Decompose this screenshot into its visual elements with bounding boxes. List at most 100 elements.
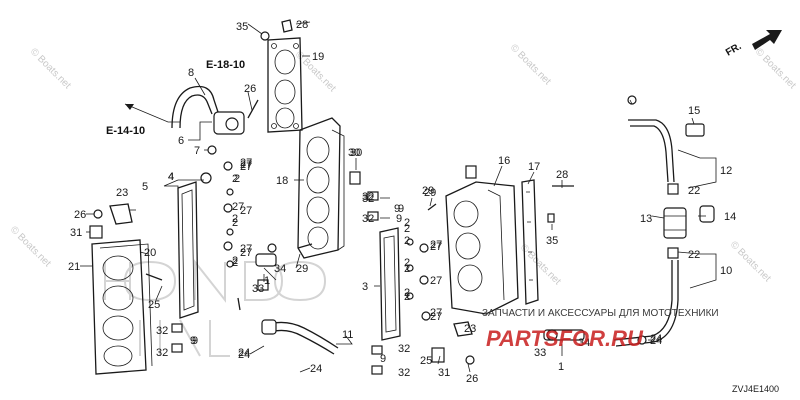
- callout-label[interactable]: 2: [232, 217, 238, 229]
- callout-label[interactable]: 1: [558, 361, 564, 373]
- callout-label[interactable]: 27: [430, 241, 442, 253]
- callout-label[interactable]: 27: [430, 311, 442, 323]
- callout-label[interactable]: 2: [232, 257, 238, 269]
- callout-label[interactable]: 33: [252, 283, 264, 295]
- callout-label[interactable]: 16: [498, 155, 510, 167]
- callout-label[interactable]: 1: [264, 275, 270, 287]
- callout-label[interactable]: 24: [650, 335, 662, 347]
- callout-label[interactable]: 2: [404, 263, 410, 275]
- callout-label[interactable]: 27: [240, 159, 252, 171]
- callout-label[interactable]: 29: [422, 185, 434, 197]
- callout-label[interactable]: 24: [310, 363, 322, 375]
- callout-label[interactable]: 30: [350, 147, 362, 159]
- callout-label[interactable]: 21: [68, 261, 80, 273]
- callout-label[interactable]: 24: [650, 333, 662, 345]
- callout-label[interactable]: 14: [724, 211, 736, 223]
- callout-label[interactable]: 26: [74, 209, 86, 221]
- callout-label[interactable]: 20: [144, 247, 156, 259]
- reseller-banner: ЗАПЧАСТИ И АКСЕССУАРЫ ДЛЯ МОТОТЕХНИКИ: [482, 308, 719, 319]
- callout-label[interactable]: 34: [578, 337, 590, 349]
- callout-label[interactable]: 9: [380, 353, 386, 365]
- callout-label[interactable]: 27: [232, 201, 244, 213]
- callout-label[interactable]: 31: [438, 367, 450, 379]
- callout-label[interactable]: 27: [240, 205, 252, 217]
- watermark: © Boats.net: [753, 46, 798, 91]
- callout-label[interactable]: 28: [296, 19, 308, 31]
- callout-label[interactable]: 23: [464, 323, 476, 335]
- clip-symbols: [145, 161, 431, 375]
- callout-label[interactable]: 32: [156, 347, 168, 359]
- callout-label[interactable]: 9: [394, 203, 400, 215]
- callout-label[interactable]: 26: [244, 83, 256, 95]
- callout-label[interactable]: 2: [404, 291, 410, 303]
- callout-label[interactable]: 2: [404, 257, 410, 269]
- callout-label[interactable]: 34: [274, 263, 286, 275]
- callout-label[interactable]: 11: [342, 329, 353, 341]
- callout-label[interactable]: 15: [688, 105, 700, 117]
- callout-label[interactable]: 32: [398, 367, 410, 379]
- callout-label[interactable]: 2: [404, 223, 410, 235]
- callout-label[interactable]: 24: [238, 347, 250, 359]
- callout-label[interactable]: 27: [430, 239, 442, 251]
- callout-label[interactable]: 4: [168, 171, 174, 183]
- callout-label[interactable]: 3: [362, 281, 368, 293]
- callout-label[interactable]: 6: [178, 135, 184, 147]
- callout-label[interactable]: 32: [362, 193, 374, 205]
- callout-label[interactable]: 22: [688, 185, 700, 197]
- callout-label[interactable]: 18: [276, 175, 288, 187]
- callout-label[interactable]: 2: [404, 217, 410, 229]
- fuel-rail-center: [379, 227, 401, 341]
- callout-label[interactable]: 22: [688, 249, 700, 261]
- callout-label[interactable]: 32: [156, 325, 168, 337]
- cross-reference-lower[interactable]: E-14-10: [106, 125, 145, 137]
- callout-label[interactable]: 28: [556, 169, 568, 181]
- callout-label[interactable]: 9: [396, 213, 402, 225]
- callout-label[interactable]: 2: [232, 173, 238, 185]
- callout-label[interactable]: 27: [240, 161, 252, 173]
- callout-label[interactable]: 2: [234, 173, 240, 185]
- callout-label[interactable]: 4: [168, 171, 174, 183]
- callout-label[interactable]: 32: [362, 191, 374, 203]
- callout-label[interactable]: 31: [70, 227, 82, 239]
- callout-label[interactable]: 35: [546, 235, 558, 247]
- callout-label[interactable]: 27: [240, 157, 252, 169]
- intake-manifold-right: [445, 181, 519, 315]
- callout-label[interactable]: 32: [398, 343, 410, 355]
- callout-label[interactable]: 2: [232, 213, 238, 225]
- callout-label[interactable]: 9: [192, 335, 198, 347]
- callout-label[interactable]: 10: [720, 265, 732, 277]
- callout-label[interactable]: 27: [240, 247, 252, 259]
- callout-label[interactable]: 13: [640, 213, 652, 225]
- callout-label[interactable]: 7: [194, 145, 200, 157]
- callout-label[interactable]: 29: [424, 187, 436, 199]
- callout-label[interactable]: 2: [232, 255, 238, 267]
- callout-label[interactable]: 33: [534, 347, 546, 359]
- callout-label[interactable]: 8: [188, 67, 194, 79]
- callout-label[interactable]: 19: [312, 51, 324, 63]
- callout-label[interactable]: 29: [296, 263, 308, 275]
- cross-reference-upper[interactable]: E-18-10: [206, 59, 245, 71]
- watermark-group: © Boats.net © Boats.net © Boats.net © Bo…: [8, 42, 798, 287]
- callout-label[interactable]: 24: [238, 349, 250, 361]
- callout-label[interactable]: 12: [720, 165, 732, 177]
- watermark: © Boats.net: [28, 46, 73, 91]
- o-ring: [207, 145, 217, 155]
- callout-label[interactable]: 35: [236, 21, 248, 33]
- callout-label[interactable]: 30: [348, 147, 360, 159]
- callout-label[interactable]: 27: [240, 243, 252, 255]
- fuel-pipe-assembly: [613, 95, 715, 347]
- callout-label[interactable]: 2: [404, 235, 410, 247]
- callout-label[interactable]: 9: [190, 335, 196, 347]
- bolt-28-upper: [281, 19, 293, 33]
- callout-label[interactable]: 9: [398, 203, 404, 215]
- callout-label[interactable]: 32: [362, 213, 374, 225]
- callout-label[interactable]: 27: [430, 307, 442, 319]
- callout-label[interactable]: 27: [430, 275, 442, 287]
- callout-label[interactable]: 5: [142, 181, 148, 193]
- callout-label[interactable]: 26: [466, 373, 478, 385]
- callout-label[interactable]: 23: [116, 187, 128, 199]
- callout-label[interactable]: 17: [528, 161, 540, 173]
- callout-label[interactable]: 2: [404, 287, 410, 299]
- callout-label[interactable]: 25: [148, 299, 160, 311]
- callout-label[interactable]: 25: [420, 355, 432, 367]
